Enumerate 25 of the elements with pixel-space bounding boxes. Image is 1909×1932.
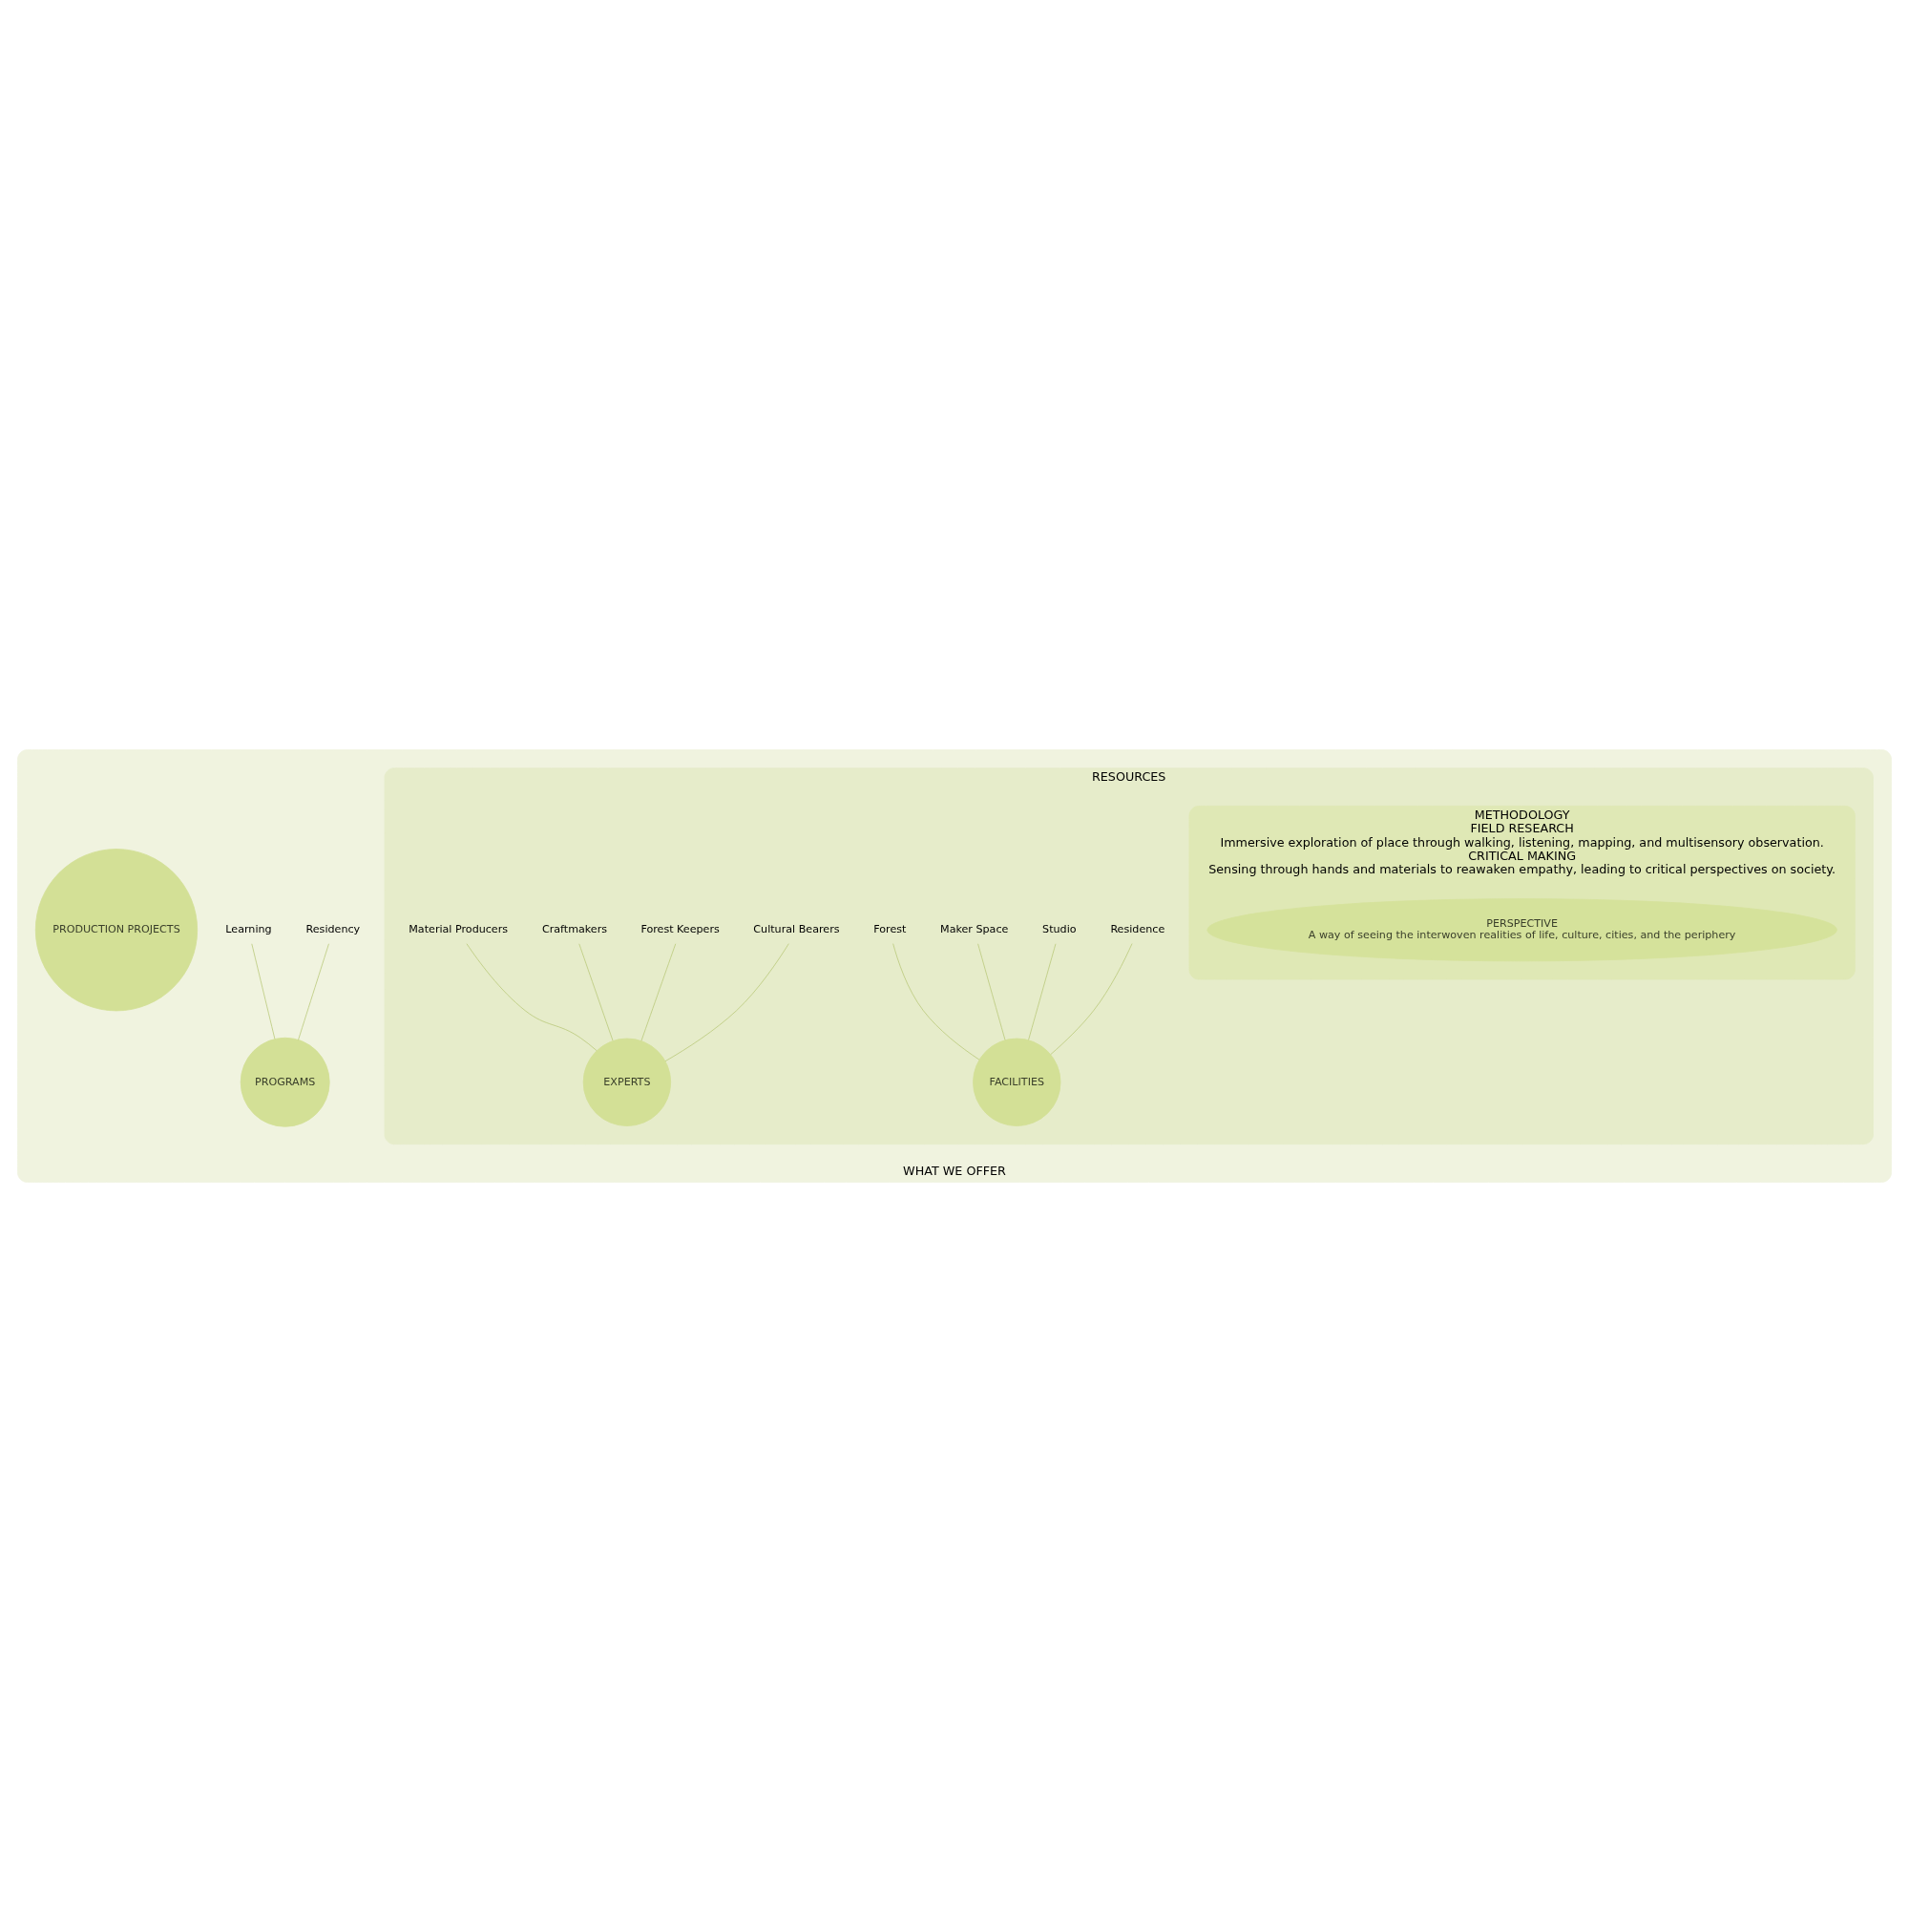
connector [977, 943, 1006, 1040]
node-ellipse: PERSPECTIVE A way of seeing the interwoven realities of life, culture, cities, and the periphery [1206, 898, 1837, 962]
node-text: Maker Space [940, 923, 1009, 936]
node-text: Residence [1110, 923, 1165, 936]
connector [640, 943, 677, 1041]
node-text: Material Producers [409, 923, 509, 936]
node-text: Cultural Bearers [753, 923, 840, 936]
connector [892, 943, 980, 1060]
connector [1028, 943, 1057, 1040]
node-text: Craftmakers [541, 923, 608, 936]
node-circle: FACILITIES [973, 1038, 1061, 1126]
connector [1050, 943, 1133, 1056]
node-circle: PRODUCTION PROJECTS [34, 849, 199, 1012]
connector [298, 943, 329, 1040]
node-text: Forest Keepers [640, 923, 720, 936]
node-text: Studio [1042, 923, 1077, 936]
node-text: Residency [305, 923, 361, 936]
connector [251, 943, 276, 1040]
node-text: Forest [873, 923, 907, 936]
connector [578, 943, 614, 1041]
connector [664, 943, 789, 1062]
node-circle: EXPERTS [582, 1038, 672, 1126]
node-circle: PROGRAMS [240, 1037, 330, 1127]
connector [466, 943, 598, 1052]
node-text: Learning [225, 923, 272, 936]
